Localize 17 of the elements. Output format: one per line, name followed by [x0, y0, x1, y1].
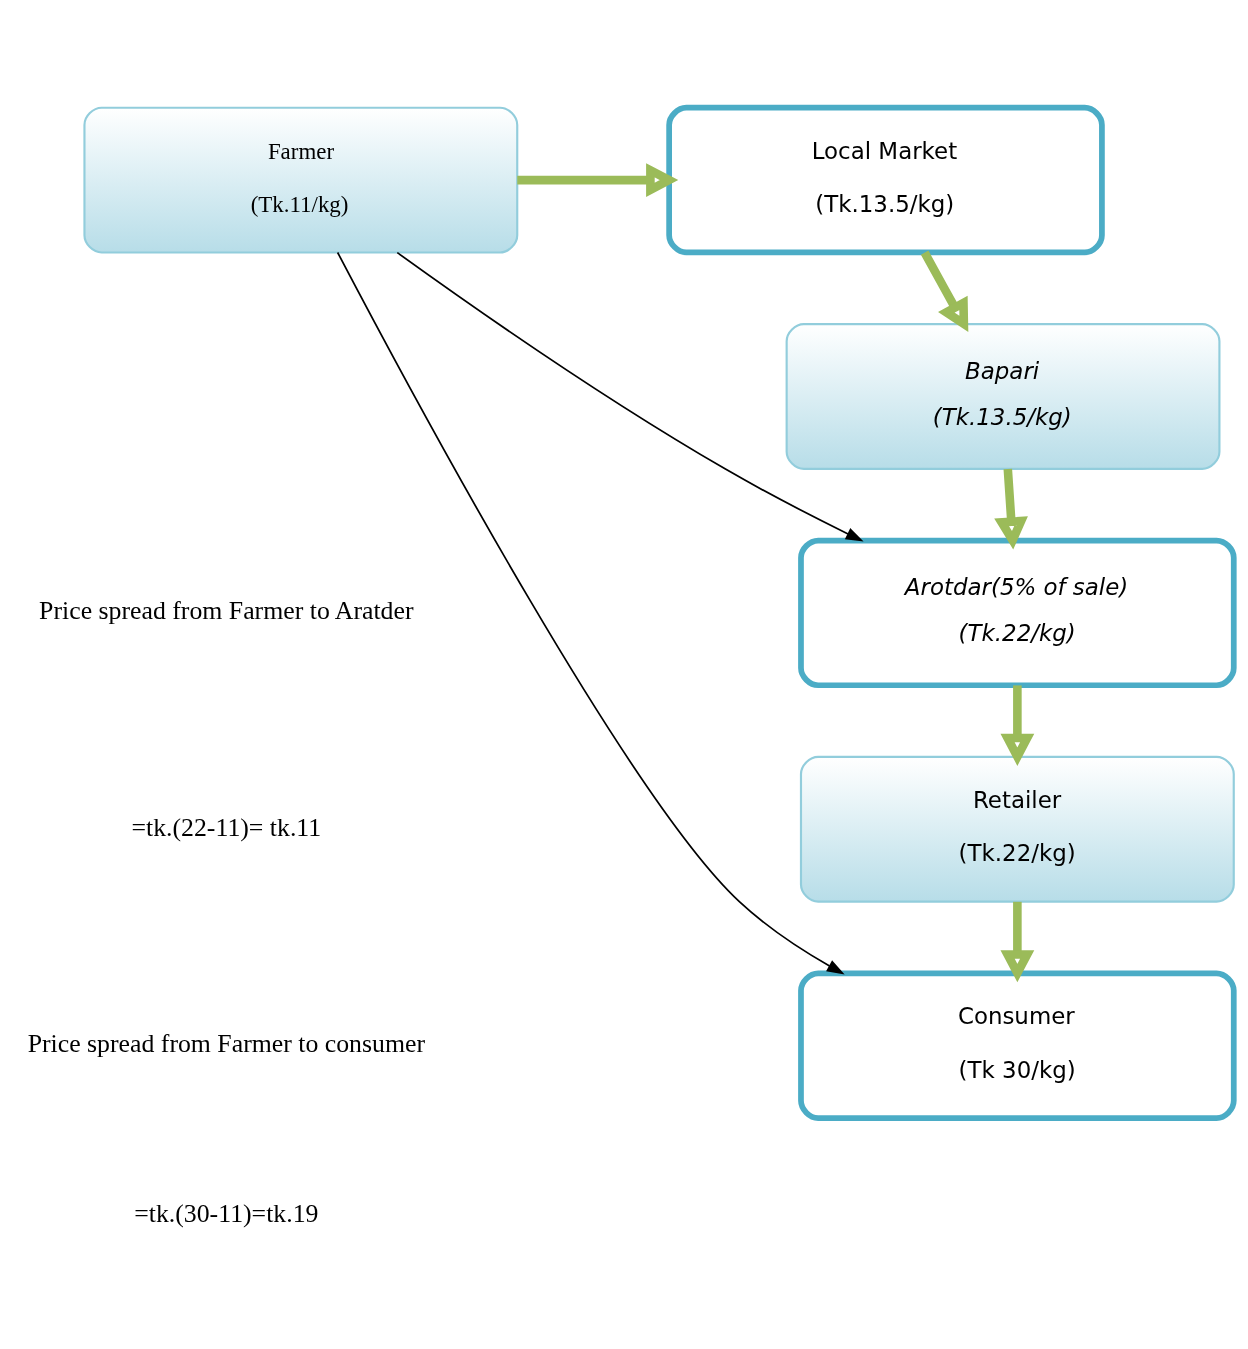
arrow [1000, 901, 1035, 983]
arrow [517, 163, 679, 197]
node-box: Arotdar(5% of sale) (Tk.22/kg) [798, 537, 1237, 689]
label: =tk.(22-11)= tk.11 [131, 812, 322, 842]
arrow [336, 251, 845, 975]
arrow [1000, 685, 1035, 766]
label: Price spread from Farmer to consumer [27, 1028, 425, 1058]
arrow [994, 468, 1028, 550]
arrow [920, 250, 969, 332]
node-box: Consumer (Tk 30/kg) [798, 970, 1237, 1121]
node-box: Farmer (Tk.11/kg) [83, 106, 519, 254]
node-box: Local Market (Tk.13.5/kg) [666, 104, 1105, 256]
label: =tk.(30-11)=tk.19 [134, 1198, 319, 1228]
arrow [396, 251, 864, 542]
node-box: Retailer (Tk.22/kg) [799, 755, 1235, 903]
label: Price spread from Farmer to Aratder [39, 596, 414, 626]
node-box: Bapari (Tk.13.5/kg) [785, 323, 1221, 470]
